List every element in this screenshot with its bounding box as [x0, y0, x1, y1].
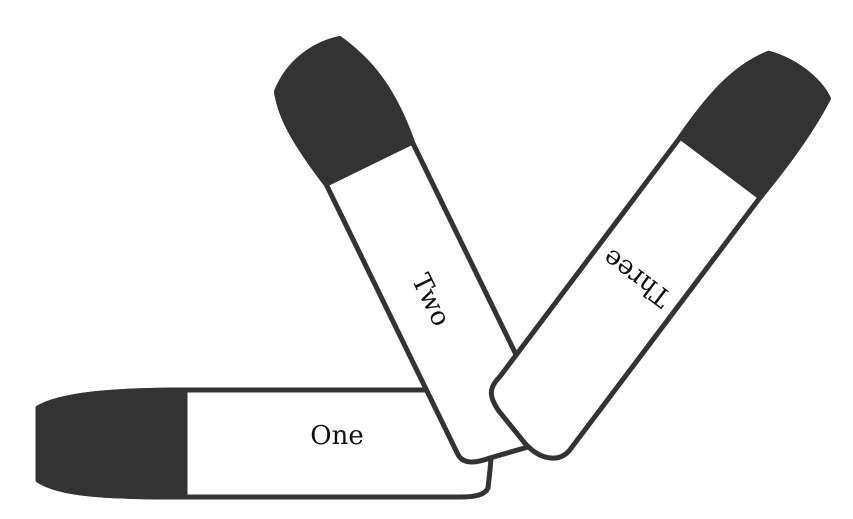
- tag-three-cap: [677, 50, 831, 200]
- tag-three: Three: [488, 50, 831, 461]
- tag-one-label: One: [310, 421, 363, 451]
- tag-one: One: [35, 387, 496, 500]
- tag-two-cap: [273, 36, 415, 187]
- tag-one-cap: [35, 387, 188, 500]
